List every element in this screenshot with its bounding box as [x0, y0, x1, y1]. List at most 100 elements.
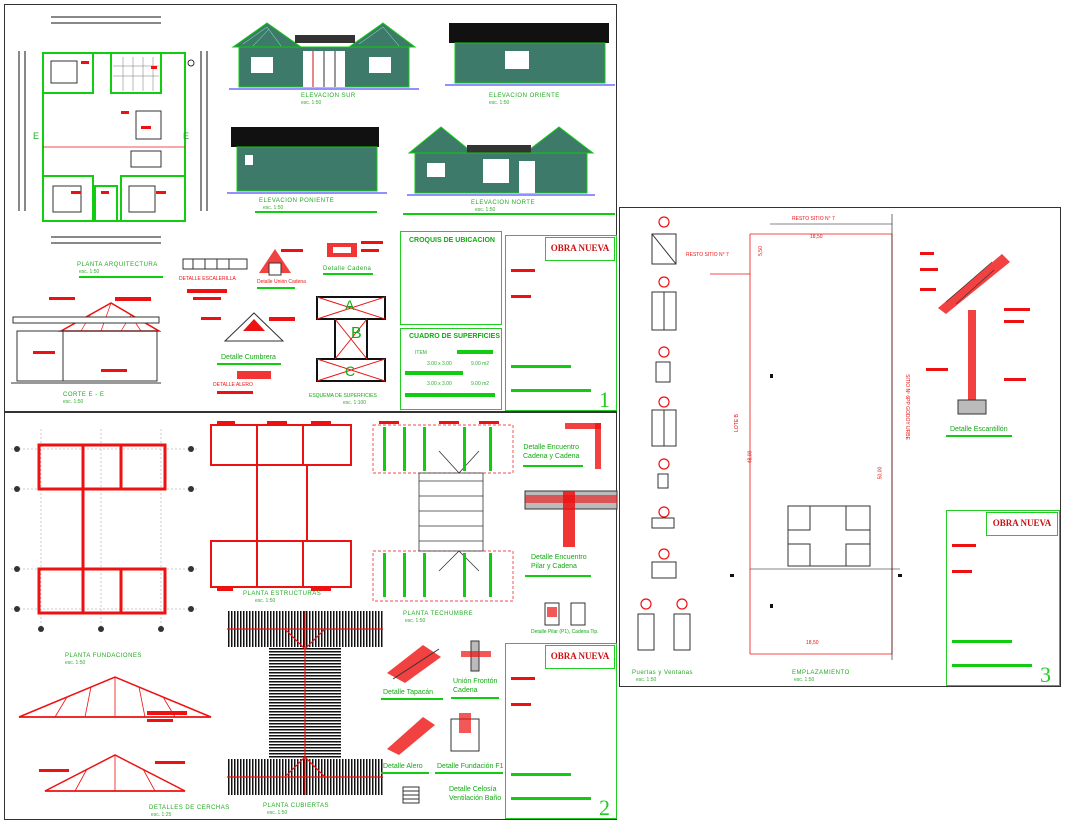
sheet-3-number: 3	[1040, 662, 1051, 687]
dim-bottom-label: 18,50	[806, 640, 819, 646]
underline	[451, 697, 499, 699]
cuadro-label: CUADRO DE SUPERFICIES	[409, 333, 501, 340]
section-mark-right: E	[183, 131, 190, 141]
title-block-bar	[511, 703, 531, 706]
union-fronton-label: Unión Frontón Cadena	[453, 677, 497, 695]
obra-nueva-box	[545, 645, 615, 669]
underline	[403, 213, 615, 215]
elevacion-oriente-drawing	[445, 23, 615, 86]
sheet-3: Puertas y Ventanas esc. 1:50 RESTO SITIO…	[619, 207, 1061, 687]
annotation-bar	[281, 249, 303, 252]
cuadro-item: ITEM	[415, 350, 427, 356]
detalle-alero-drawing	[237, 371, 271, 379]
annotation-bar	[187, 289, 227, 293]
title-block-bar	[511, 365, 571, 368]
esquema-superficies-label: ESQUEMA DE SUPERFICIES	[309, 393, 377, 399]
detalle-encuentro-pilar-label: Detalle Encuentro Pilar y Cadena	[531, 553, 587, 571]
esquema-superficies-scale: esc. 1:100	[343, 400, 367, 406]
obra-nueva-box	[545, 237, 615, 261]
detalle-cumbrera-drawing	[223, 312, 285, 342]
underline	[523, 465, 583, 467]
cuadro-row2: 3.00 x 3.00	[427, 381, 452, 387]
elevacion-oriente-scale: esc. 1:50	[489, 100, 510, 106]
detalle-union-cadena-label: Detalle Unión Cadena	[257, 279, 306, 285]
detalle-escalerilla-drawing	[182, 258, 248, 270]
elevacion-oriente-label: ELEVACION ORIENTE	[489, 93, 560, 99]
detalle-escantillon-drawing	[938, 254, 1010, 415]
dim-small-label: 5,50	[757, 246, 764, 256]
planta-cubiertas-label: PLANTA CUBIERTAS	[263, 803, 330, 809]
emplazamiento-label: EMPLAZAMIENTO	[792, 670, 850, 676]
underline	[217, 363, 281, 365]
detalle-cadena-drawing	[327, 243, 357, 257]
title-block-bar	[952, 664, 1032, 667]
annotation-bar	[920, 252, 934, 255]
cuadro-box	[400, 328, 502, 410]
annotation-bar	[49, 297, 75, 300]
elevacion-norte-drawing	[407, 126, 595, 196]
elevacion-poniente-label: ELEVACION PONIENTE	[259, 198, 335, 204]
detalle-celosia-drawing	[402, 786, 420, 804]
title-block	[505, 643, 617, 819]
detalle-fundacion-drawing	[450, 713, 480, 752]
annotation-bar	[920, 288, 936, 291]
puertas-ventanas-drawing	[637, 216, 691, 651]
union-fronton-text: Unión Frontón Cadena	[453, 678, 498, 694]
cuadro-row2b: 9.00 m2	[471, 381, 490, 387]
croquis-box	[400, 231, 502, 325]
elevacion-sur-label: ELEVACION SUR	[301, 93, 356, 99]
cuadro-bar	[405, 393, 495, 397]
title-block-bar	[511, 773, 571, 776]
planta-arquitectura-scale: esc. 1:50	[79, 269, 100, 275]
detalles-cerchas-scale: esc. 1:25	[151, 812, 172, 818]
annotation-bar	[155, 761, 185, 764]
obra-nueva-label: OBRA NUEVA	[550, 651, 610, 661]
zone-c-label: C	[345, 363, 356, 379]
dim-left-label: 48,00	[747, 450, 754, 464]
title-block-bar	[511, 677, 535, 680]
annotation-bar	[1004, 308, 1030, 311]
detalle-celosia-label: Detalle Celosía Ventilación Baño	[449, 785, 501, 803]
esquema-superficies-drawing	[316, 296, 386, 382]
annotation-bar	[1004, 320, 1024, 323]
title-block-bar	[952, 544, 976, 547]
annotation-bar	[147, 719, 173, 722]
title-block	[946, 510, 1060, 686]
obra-nueva-label: OBRA NUEVA	[992, 518, 1052, 528]
planta-estructuras-scale: esc. 1:50	[255, 598, 276, 604]
detalle-alero-2-label: Detalle Alero	[383, 763, 423, 770]
puertas-ventanas-scale: esc. 1:50	[636, 677, 657, 683]
annotation-bar	[1004, 378, 1026, 381]
sitio-side-label: SITIO Nº 6PP GODOY URBE	[903, 374, 910, 440]
elevacion-sur-drawing	[229, 22, 419, 90]
underline	[79, 276, 163, 278]
elevacion-poniente-drawing	[227, 127, 387, 194]
title-block-bar	[511, 797, 591, 800]
detalle-encuentro-pilar-drawing	[524, 490, 618, 547]
corte-label: CORTE E - E	[63, 392, 105, 398]
annotation-bar	[115, 297, 151, 301]
detalle-union-cadena-drawing	[259, 249, 291, 276]
obra-nueva-label: OBRA NUEVA	[550, 243, 610, 253]
lote-label: LOTE B	[733, 414, 740, 432]
planta-techumbre-scale: esc. 1:50	[405, 618, 426, 624]
planta-arquitectura-drawing	[18, 16, 208, 244]
detalle-tapacan-label: Detalle Tapacán	[383, 689, 434, 696]
planta-estructuras-drawing	[210, 421, 352, 591]
sheet-1: E E PLANTA ARQUITECTURA esc. 1:50 ELEVAC…	[4, 4, 617, 412]
planta-arquitectura-label: PLANTA ARQUITECTURA	[77, 262, 158, 268]
annotation-bar	[926, 368, 948, 371]
dim-right-label: 50,00	[877, 466, 884, 480]
annotation-bar	[201, 317, 221, 320]
detalle-escalerilla-label: DETALLE ESCALERILLA	[179, 276, 236, 282]
emplazamiento-scale: esc. 1:50	[794, 677, 815, 683]
detalle-alero-label: DETALLE ALERO	[213, 382, 253, 388]
cuadro-row1: 3.00 x 3.00	[427, 361, 452, 367]
union-fronton-drawing	[461, 640, 491, 672]
annotation-bar	[33, 351, 55, 354]
sheet-2: PLANTA FUNDACIONES esc. 1:50 PLANTA ESTR…	[4, 412, 618, 820]
cuadro-bar	[457, 350, 493, 354]
planta-estructuras-label: PLANTA ESTRUCTURAS	[243, 591, 322, 597]
title-block-bar	[511, 295, 531, 298]
title-block-bar	[511, 389, 591, 392]
